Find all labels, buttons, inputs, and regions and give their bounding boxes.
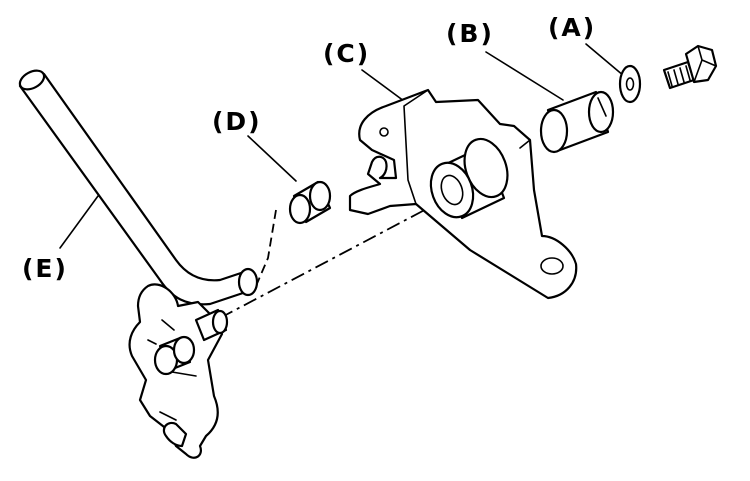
label-a: (A) <box>548 13 596 42</box>
bolt-washer-a <box>618 44 718 104</box>
bushing-b <box>539 90 615 154</box>
pin-d <box>288 180 332 225</box>
leader-line-a <box>585 43 625 77</box>
leader-line-c <box>361 69 409 105</box>
lever-rod-e <box>18 69 259 306</box>
lever-body <box>128 283 229 459</box>
label-d: (D) <box>212 107 262 136</box>
label-b: (B) <box>446 19 494 48</box>
label-c: (C) <box>323 39 370 68</box>
leader-line-b <box>485 51 564 101</box>
leader-line-d <box>247 135 297 182</box>
pin-guide-line <box>255 209 277 287</box>
leader-line-e <box>59 195 99 249</box>
label-e: (E) <box>22 254 68 283</box>
bracket-boss <box>429 137 509 220</box>
